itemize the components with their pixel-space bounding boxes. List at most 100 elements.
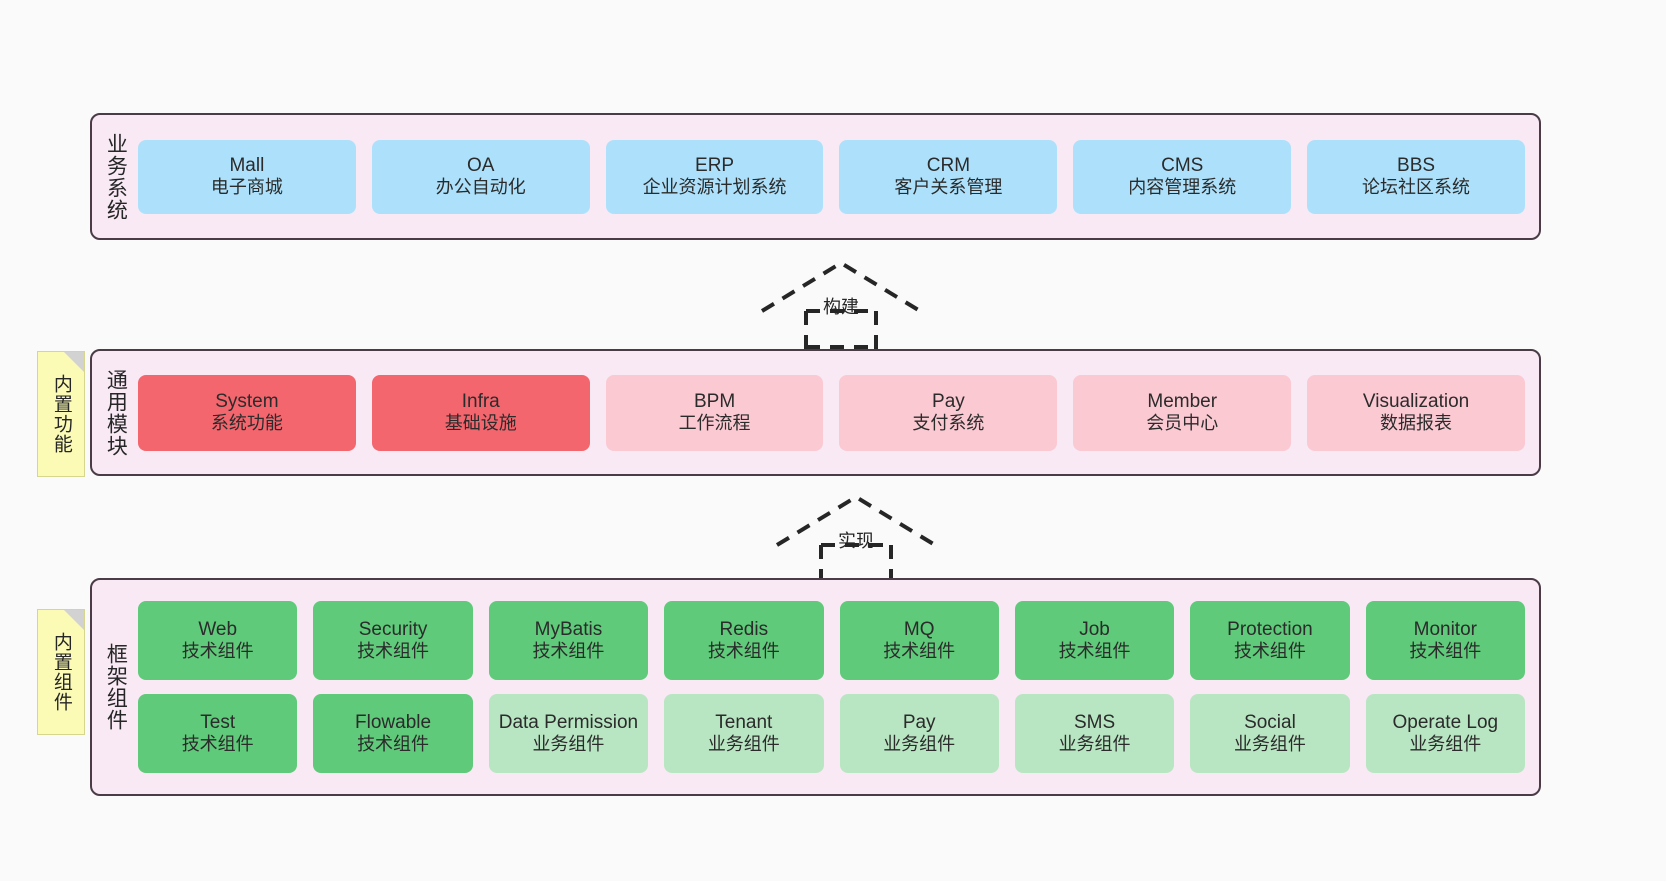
node-subtitle: 业务组件 <box>883 734 956 755</box>
node-mall[interactable]: Mall 电子商城 <box>138 139 356 214</box>
node-subtitle: 业务组件 <box>1409 734 1482 755</box>
node-subtitle: 系统功能 <box>210 413 283 434</box>
node-subtitle: 业务组件 <box>707 734 780 755</box>
sticky-note-builtin-features: 内置功能 <box>37 351 85 477</box>
node-subtitle: 工作流程 <box>678 413 751 434</box>
node-subtitle: 业务组件 <box>1233 734 1306 755</box>
node-subtitle: 业务组件 <box>1058 734 1131 755</box>
node-erp[interactable]: ERP 企业资源计划系统 <box>605 139 824 214</box>
node-title: MyBatis <box>534 618 603 640</box>
node-title: ERP <box>695 154 735 176</box>
node-redis[interactable]: Redis 技术组件 <box>664 601 824 680</box>
layer-title-business: 业务系统 <box>104 132 128 221</box>
node-title: SMS <box>1073 711 1116 733</box>
node-monitor[interactable]: Monitor 技术组件 <box>1365 601 1525 680</box>
node-title: Job <box>1079 618 1110 640</box>
node-row: Test 技术组件 Flowable 技术组件 Data Permission … <box>138 694 1525 773</box>
node-title: MQ <box>903 618 935 640</box>
node-title: Member <box>1147 390 1218 412</box>
arrow-label-build: 构建 <box>823 297 859 317</box>
node-subtitle: 技术组件 <box>181 641 254 662</box>
layer-body-common: System 系统功能 Infra 基础设施 BPM 工作流程 Pay 支付系统… <box>138 351 1539 474</box>
node-member[interactable]: Member 会员中心 <box>1073 374 1292 451</box>
node-title: Redis <box>719 618 769 640</box>
node-title: System <box>215 390 279 412</box>
arrow-implement: 实现 <box>763 489 949 583</box>
arrow-build: 构建 <box>748 255 934 349</box>
node-flowable[interactable]: Flowable 技术组件 <box>313 694 473 773</box>
node-subtitle: 业务组件 <box>532 734 605 755</box>
node-oa[interactable]: OA 办公自动化 <box>371 139 590 214</box>
arrow-label-implement: 实现 <box>838 531 874 551</box>
node-visualization[interactable]: Visualization 数据报表 <box>1307 374 1525 451</box>
layer-title-common: 通用模块 <box>104 368 128 457</box>
node-data-permission[interactable]: Data Permission 业务组件 <box>488 694 649 773</box>
node-subtitle: 客户关系管理 <box>894 177 1003 198</box>
node-subtitle: 支付系统 <box>912 413 985 434</box>
node-mybatis[interactable]: MyBatis 技术组件 <box>488 601 649 680</box>
layer-framework-components: 框架组件 Web 技术组件 Security 技术组件 MyBatis 技术组件… <box>90 578 1541 796</box>
node-title: Pay <box>932 390 965 412</box>
node-subtitle: 技术组件 <box>1058 641 1131 662</box>
node-title: Data Permission <box>498 711 639 733</box>
node-title: Visualization <box>1362 390 1470 412</box>
node-bpm[interactable]: BPM 工作流程 <box>605 374 824 451</box>
layer-body-business: Mall 电子商城 OA 办公自动化 ERP 企业资源计划系统 CRM 客户关系… <box>138 115 1539 238</box>
layer-common-modules: 通用模块 System 系统功能 Infra 基础设施 BPM 工作流程 Pay… <box>90 349 1541 476</box>
node-title: Monitor <box>1413 618 1477 640</box>
node-title: CRM <box>926 154 971 176</box>
layer-business-systems: 业务系统 Mall 电子商城 OA 办公自动化 ERP 企业资源计划系统 CRM… <box>90 113 1541 240</box>
node-title: Flowable <box>355 711 432 733</box>
node-sms[interactable]: SMS 业务组件 <box>1014 694 1175 773</box>
node-title: Operate Log <box>1392 711 1499 733</box>
node-title: Test <box>200 711 236 733</box>
node-title: OA <box>467 154 495 176</box>
sticky-note-builtin-components: 内置组件 <box>37 609 85 735</box>
node-title: Tenant <box>715 711 773 733</box>
layer-body-framework: Web 技术组件 Security 技术组件 MyBatis 技术组件 Redi… <box>138 580 1539 794</box>
node-title: Security <box>358 618 428 640</box>
node-row: System 系统功能 Infra 基础设施 BPM 工作流程 Pay 支付系统… <box>138 374 1525 451</box>
node-row: Mall 电子商城 OA 办公自动化 ERP 企业资源计划系统 CRM 客户关系… <box>138 139 1525 214</box>
node-web[interactable]: Web 技术组件 <box>138 601 298 680</box>
node-infra[interactable]: Infra 基础设施 <box>371 374 590 451</box>
node-subtitle: 办公自动化 <box>435 177 526 198</box>
node-title: Infra <box>461 390 500 412</box>
node-pay-module[interactable]: Pay 支付系统 <box>839 374 1058 451</box>
node-job[interactable]: Job 技术组件 <box>1014 601 1175 680</box>
node-protection[interactable]: Protection 技术组件 <box>1190 601 1350 680</box>
node-subtitle: 数据报表 <box>1380 413 1453 434</box>
node-crm[interactable]: CRM 客户关系管理 <box>839 139 1058 214</box>
node-title: BPM <box>693 390 736 412</box>
layer-title-framework: 框架组件 <box>104 643 128 731</box>
node-subtitle: 技术组件 <box>707 641 780 662</box>
node-subtitle: 技术组件 <box>1409 641 1482 662</box>
node-title: BBS <box>1397 154 1436 176</box>
node-cms[interactable]: CMS 内容管理系统 <box>1073 139 1292 214</box>
node-title: Web <box>198 618 238 640</box>
node-subtitle: 技术组件 <box>532 641 605 662</box>
node-mq[interactable]: MQ 技术组件 <box>839 601 999 680</box>
node-tenant[interactable]: Tenant 业务组件 <box>664 694 824 773</box>
node-row: Web 技术组件 Security 技术组件 MyBatis 技术组件 Redi… <box>138 601 1525 680</box>
node-system[interactable]: System 系统功能 <box>138 374 356 451</box>
node-operate-log[interactable]: Operate Log 业务组件 <box>1365 694 1525 773</box>
node-title: Protection <box>1227 618 1313 640</box>
node-pay-component[interactable]: Pay 业务组件 <box>839 694 999 773</box>
node-security[interactable]: Security 技术组件 <box>313 601 473 680</box>
node-subtitle: 技术组件 <box>883 641 956 662</box>
node-subtitle: 内容管理系统 <box>1128 177 1237 198</box>
node-subtitle: 论坛社区系统 <box>1362 177 1471 198</box>
node-subtitle: 企业资源计划系统 <box>642 177 787 198</box>
node-title: Pay <box>902 711 936 733</box>
node-title: CMS <box>1161 154 1204 176</box>
node-social[interactable]: Social 业务组件 <box>1190 694 1350 773</box>
node-subtitle: 技术组件 <box>357 734 430 755</box>
node-bbs[interactable]: BBS 论坛社区系统 <box>1307 139 1525 214</box>
dashed-generalization-arrow-icon <box>760 260 922 349</box>
node-subtitle: 技术组件 <box>181 734 254 755</box>
node-subtitle: 会员中心 <box>1146 413 1219 434</box>
node-title: Mall <box>229 154 265 176</box>
node-test[interactable]: Test 技术组件 <box>138 694 298 773</box>
